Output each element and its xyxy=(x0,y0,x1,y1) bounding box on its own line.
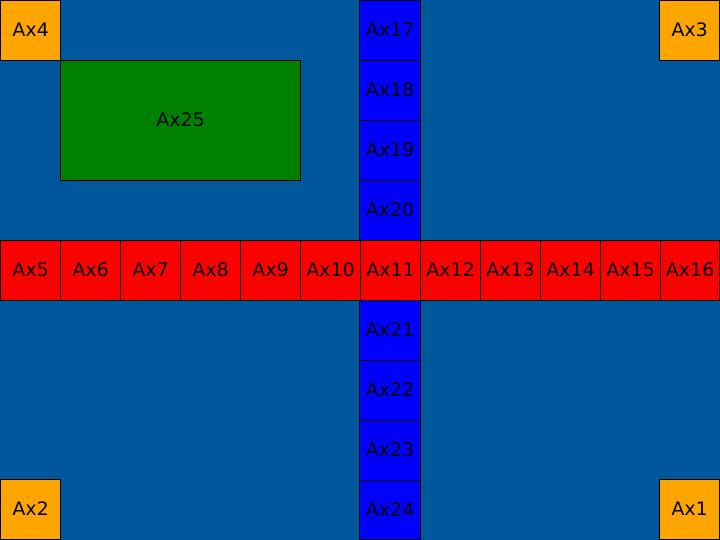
box-label: Ax12 xyxy=(426,259,475,281)
box-label: Ax6 xyxy=(72,259,109,281)
box-label: Ax1 xyxy=(671,498,708,520)
box-label: Ax18 xyxy=(365,79,415,101)
box-label: Ax4 xyxy=(12,19,49,41)
box-label: Ax15 xyxy=(606,259,655,281)
row-box-ax12[interactable]: Ax12 xyxy=(420,240,481,301)
box-label: Ax19 xyxy=(365,139,415,161)
column-box-ax17[interactable]: Ax17 xyxy=(359,0,421,61)
panel-box-ax25[interactable]: Ax25 xyxy=(60,60,301,181)
column-box-ax24[interactable]: Ax24 xyxy=(359,480,421,540)
box-label: Ax8 xyxy=(192,259,229,281)
box-label: Ax5 xyxy=(12,259,49,281)
column-box-ax20[interactable]: Ax20 xyxy=(359,180,421,241)
row-box-ax10[interactable]: Ax10 xyxy=(300,240,361,301)
column-box-ax19[interactable]: Ax19 xyxy=(359,120,421,181)
box-label: Ax11 xyxy=(366,259,415,281)
row-box-ax13[interactable]: Ax13 xyxy=(480,240,541,301)
column-box-ax18[interactable]: Ax18 xyxy=(359,60,421,121)
box-label: Ax23 xyxy=(365,439,415,461)
box-label: Ax9 xyxy=(252,259,289,281)
box-label: Ax20 xyxy=(365,199,415,221)
column-box-ax22[interactable]: Ax22 xyxy=(359,360,421,421)
box-label: Ax22 xyxy=(365,379,415,401)
row-box-ax16[interactable]: Ax16 xyxy=(660,240,720,301)
corner-box-ax1[interactable]: Ax1 xyxy=(659,479,720,540)
box-label: Ax16 xyxy=(665,259,715,281)
row-box-ax5[interactable]: Ax5 xyxy=(0,240,61,301)
row-box-ax9[interactable]: Ax9 xyxy=(240,240,301,301)
box-label: Ax10 xyxy=(306,259,355,281)
corner-box-ax4[interactable]: Ax4 xyxy=(0,0,61,61)
column-box-ax23[interactable]: Ax23 xyxy=(359,420,421,481)
box-label: Ax14 xyxy=(546,259,595,281)
row-box-ax15[interactable]: Ax15 xyxy=(600,240,661,301)
row-box-ax11[interactable]: Ax11 xyxy=(360,240,421,301)
row-box-ax14[interactable]: Ax14 xyxy=(540,240,601,301)
row-box-ax7[interactable]: Ax7 xyxy=(120,240,181,301)
box-label: Ax7 xyxy=(132,259,169,281)
box-label: Ax3 xyxy=(671,19,708,41)
box-label: Ax2 xyxy=(12,498,49,520)
box-label: Ax21 xyxy=(365,319,415,341)
box-label: Ax17 xyxy=(365,19,415,41)
box-label: Ax13 xyxy=(486,259,535,281)
box-label: Ax25 xyxy=(156,109,205,131)
box-label: Ax24 xyxy=(365,498,415,521)
row-box-ax8[interactable]: Ax8 xyxy=(180,240,241,301)
row-box-ax6[interactable]: Ax6 xyxy=(60,240,121,301)
corner-box-ax3[interactable]: Ax3 xyxy=(659,0,720,61)
corner-box-ax2[interactable]: Ax2 xyxy=(0,479,61,540)
column-box-ax21[interactable]: Ax21 xyxy=(359,300,421,361)
